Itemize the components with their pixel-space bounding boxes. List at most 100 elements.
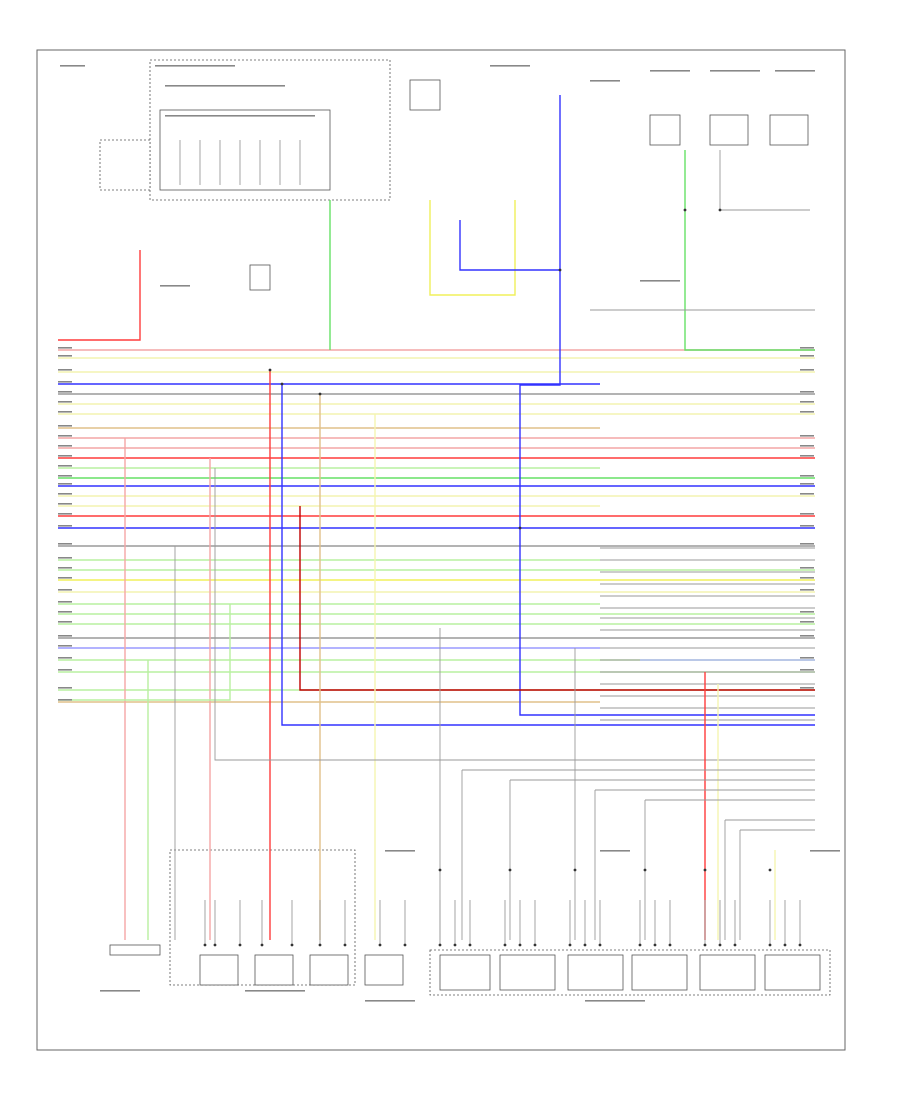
left-relay — [99, 139, 151, 191]
module-2 — [254, 954, 294, 986]
connector-pin — [568, 943, 572, 947]
right-pin-label — [800, 513, 814, 515]
left-pin-label — [58, 645, 72, 647]
sensor-box-c — [769, 114, 809, 146]
right-pin-label — [800, 543, 814, 545]
connector-pin — [503, 943, 507, 947]
text-label-mark — [810, 850, 840, 852]
left-pin-label — [58, 483, 72, 485]
left-pin-label — [58, 401, 72, 403]
left-pin-label — [58, 381, 72, 383]
connector-pin — [290, 943, 294, 947]
left-pin-label — [58, 347, 72, 349]
connector-pin — [213, 943, 217, 947]
wires-layer — [58, 95, 815, 945]
connector-pin — [733, 943, 737, 947]
right-pin-label — [800, 567, 814, 569]
connector-pin — [378, 943, 382, 947]
left-pin-label — [58, 435, 72, 437]
right-pin-label — [800, 635, 814, 637]
connector-pin — [238, 943, 242, 947]
left-pin-label — [58, 635, 72, 637]
connector-pin — [260, 943, 264, 947]
left-pin-label — [58, 425, 72, 427]
left-pin-label — [58, 557, 72, 559]
text-label-mark — [590, 80, 620, 82]
text-label-mark — [585, 1000, 645, 1002]
text-label-mark — [640, 280, 680, 282]
connector-pin — [798, 943, 802, 947]
right-pin-label — [800, 577, 814, 579]
connector-pin — [403, 943, 407, 947]
connector-pin — [638, 943, 642, 947]
left-pin-label — [58, 525, 72, 527]
sensor-box-a — [649, 114, 681, 146]
yellow-loop-wire — [429, 200, 516, 296]
right-pin-label — [800, 355, 814, 357]
left-pin-label — [58, 391, 72, 393]
right-pin-label — [800, 589, 814, 591]
text-label-mark — [160, 285, 190, 287]
connector-pin — [703, 943, 707, 947]
text-label-mark — [775, 70, 815, 72]
green-sensor-wire — [684, 150, 815, 351]
left-pin-label — [58, 513, 72, 515]
sensor-box-b — [709, 114, 749, 146]
text-label-mark — [385, 850, 415, 852]
connector-pin — [783, 943, 787, 947]
text-label-mark — [490, 65, 530, 67]
right-pin-label — [800, 525, 814, 527]
connector-pin — [453, 943, 457, 947]
right-pin-label — [800, 475, 814, 477]
coil-1 — [439, 954, 491, 991]
left-sensor-connector — [109, 944, 161, 956]
text-label-mark — [365, 1000, 415, 1002]
connector-pin — [203, 943, 207, 947]
mini-connector — [249, 264, 271, 291]
left-pin-label — [58, 455, 72, 457]
connector-pins-layer — [203, 208, 802, 947]
left-pin-label — [58, 657, 72, 659]
text-label-mark — [60, 65, 85, 67]
left-pin-label — [58, 503, 72, 505]
connector-pin — [598, 943, 602, 947]
right-pin-label — [800, 411, 814, 413]
left-pin-label — [58, 687, 72, 689]
left-pin-label — [58, 601, 72, 603]
text-label-mark — [100, 990, 140, 992]
label-marks-layer — [58, 65, 840, 1002]
blue-down-wire — [281, 384, 815, 726]
connector-pin — [438, 943, 442, 947]
left-pin-label — [58, 567, 72, 569]
right-pin-label — [800, 621, 814, 623]
left-pin-label — [58, 493, 72, 495]
connector-pin — [668, 943, 672, 947]
diagram-frame — [36, 49, 846, 1051]
connector-pin — [343, 943, 347, 947]
right-pin-label — [800, 369, 814, 371]
right-pin-label — [800, 391, 814, 393]
connector-pin — [718, 943, 722, 947]
splice-point — [768, 868, 772, 872]
right-pin-label — [800, 493, 814, 495]
splice-point — [558, 268, 562, 272]
left-pin-label — [58, 465, 72, 467]
right-pin-label — [800, 455, 814, 457]
text-label-mark — [155, 65, 235, 67]
small-relay — [409, 79, 441, 111]
left-pin-label — [58, 475, 72, 477]
splice-point — [268, 368, 272, 372]
right-pin-label — [800, 657, 814, 659]
splice-point — [318, 392, 322, 396]
connector-pin — [518, 943, 522, 947]
coil-3 — [567, 954, 624, 991]
splice-point — [703, 868, 707, 872]
right-pin-label — [800, 401, 814, 403]
sensor-ground-wire — [719, 150, 810, 211]
splice-point — [573, 868, 577, 872]
splice-point — [518, 526, 522, 530]
module-4 — [364, 954, 404, 986]
lgreen-loop-wire — [58, 604, 231, 701]
